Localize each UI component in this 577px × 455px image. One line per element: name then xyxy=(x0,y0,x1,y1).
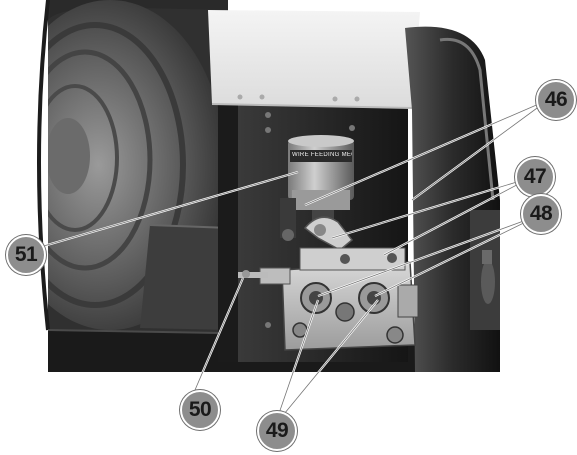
gas-valve xyxy=(280,198,296,241)
cabinet-right-side xyxy=(405,26,500,373)
feed-motor xyxy=(288,135,354,230)
top-lid xyxy=(208,10,420,109)
motor-label: WIRE FEEDING MECHANISM xyxy=(292,152,352,158)
callout-51: 51 xyxy=(6,235,46,275)
wire-inlet-guide xyxy=(238,270,268,278)
spool-bracket xyxy=(140,224,232,330)
callout-48: 48 xyxy=(521,194,561,234)
callout-47: 47 xyxy=(515,157,555,197)
pressure-arm xyxy=(303,216,354,251)
callout-49: 49 xyxy=(257,411,297,451)
drive-rollers xyxy=(292,282,419,344)
callout-46: 46 xyxy=(536,80,576,120)
callout-50: 50 xyxy=(180,390,220,430)
